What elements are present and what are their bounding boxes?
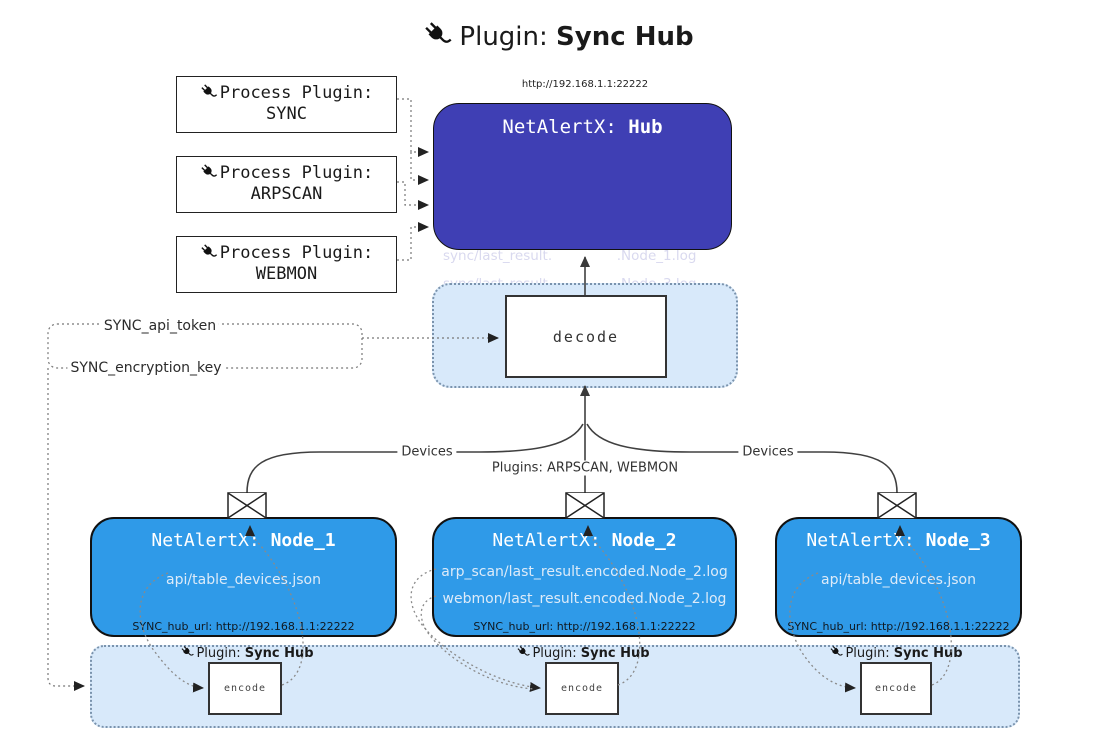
node-2-box: NetAlertX: Node_2 arp_scan/last_result.e…	[432, 517, 737, 637]
sync-encryption-key-label: SYNC_encryption_key	[67, 360, 225, 376]
plug-icon	[830, 646, 843, 656]
process-plugin-label: Process Plugin:	[219, 243, 374, 263]
node-1-box: NetAlertX: Node_1 api/table_devices.json…	[90, 517, 397, 637]
edge-webmon-to-hub	[397, 222, 429, 261]
plug-icon	[425, 22, 452, 43]
encode-box: encode	[545, 662, 619, 715]
process-plugin-name: SYNC	[266, 104, 307, 124]
process-plugin-sync: Process Plugin: SYNC	[176, 76, 397, 133]
encode-plugin-label: Plugin: Sync Hub	[180, 645, 314, 661]
node-title: NetAlertX: Node_3	[806, 530, 991, 551]
node-file: api/table_devices.json	[166, 572, 321, 588]
edge-label-plugins: Plugins: ARPSCAN, WEBMON	[487, 460, 683, 476]
node-hub-url: SYNC_hub_url: http://192.168.1.1:22222	[473, 620, 696, 633]
edge-label-devices-right: Devices	[738, 444, 798, 460]
plug-icon	[517, 646, 530, 656]
edge-sync-to-hub-2	[410, 152, 429, 185]
edge-settings-to-encode-band	[47, 368, 85, 691]
process-plugin-name: ARPSCAN	[250, 184, 323, 204]
envelope-icon	[227, 492, 267, 519]
edge-sync-to-hub-1	[397, 98, 429, 157]
sync-api-token-label: SYNC_api_token	[100, 318, 220, 334]
envelope-icon	[877, 492, 917, 519]
envelope-icon	[565, 492, 605, 519]
process-plugin-webmon: Process Plugin: WEBMON	[176, 236, 397, 293]
hub-url-label: http://192.168.1.1:22222	[521, 79, 649, 90]
node-file: webmon/last_result.encoded.Node_2.log	[442, 591, 727, 607]
plug-icon	[201, 164, 217, 177]
process-plugin-label: Process Plugin:	[219, 83, 374, 103]
hub-log-line: sync/last_result.decoded.Node_1.log	[443, 248, 697, 264]
title-label: Plugin:	[459, 22, 557, 52]
node-title: NetAlertX: Node_2	[492, 530, 677, 551]
node-hub-url: SYNC_hub_url: http://192.168.1.1:22222	[787, 620, 1010, 633]
node-hub-url: SYNC_hub_url: http://192.168.1.1:22222	[132, 620, 355, 633]
node-file: arp_scan/last_result.encoded.Node_2.log	[441, 564, 728, 580]
process-plugin-arpscan: Process Plugin: ARPSCAN	[176, 156, 397, 213]
node-title: NetAlertX: Node_1	[151, 530, 336, 551]
process-plugin-name: WEBMON	[255, 264, 318, 284]
decode-box: decode	[505, 295, 667, 378]
plug-icon	[181, 646, 194, 656]
hub-box: NetAlertX: Hub sync/last_result.decoded.…	[433, 103, 732, 339]
page-title: Plugin: Sync Hub	[0, 20, 1117, 52]
hub-title: NetAlertX: Hub	[502, 116, 663, 138]
encode-box: encode	[860, 662, 932, 715]
node-file: api/table_devices.json	[821, 572, 976, 588]
encode-plugin-label: Plugin: Sync Hub	[516, 645, 650, 661]
encode-box: encode	[208, 662, 282, 715]
title-label-bold: Sync Hub	[556, 22, 694, 52]
plug-icon	[201, 244, 217, 257]
edge-arpscan-to-hub	[397, 181, 429, 210]
process-plugin-label: Process Plugin:	[219, 163, 374, 183]
node-3-box: NetAlertX: Node_3 api/table_devices.json…	[775, 517, 1022, 637]
encode-plugin-label: Plugin: Sync Hub	[829, 645, 963, 661]
plug-icon	[201, 84, 217, 97]
edge-label-devices-left: Devices	[397, 444, 457, 460]
